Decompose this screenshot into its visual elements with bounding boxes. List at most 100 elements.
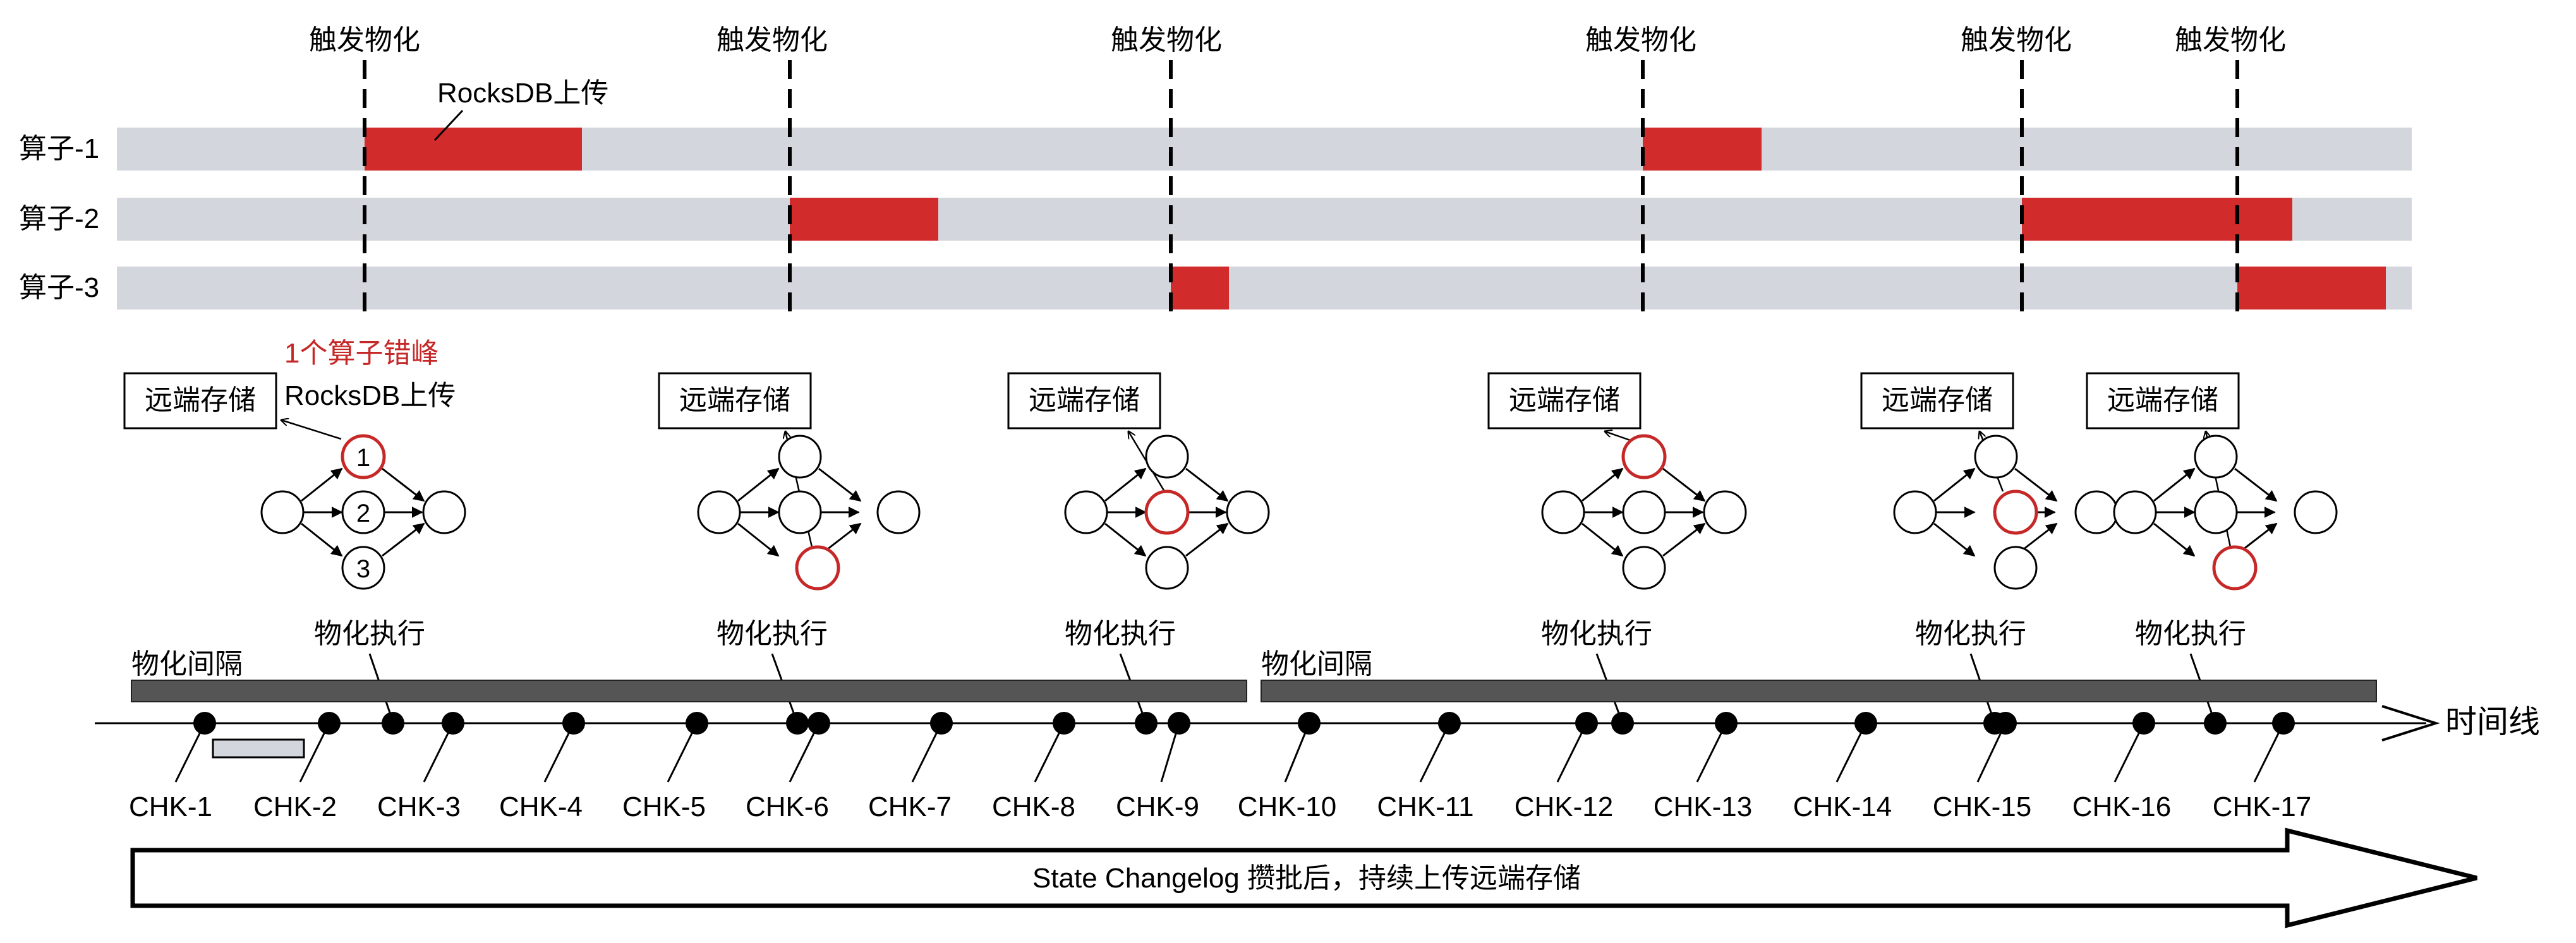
operator-1-label: 算子-1 xyxy=(19,133,99,164)
upload-segment xyxy=(1643,128,1762,171)
remote-storage-label: 远端存储 xyxy=(1882,385,1993,416)
execute-label: 物化执行 xyxy=(314,618,425,649)
dag-edge xyxy=(2014,467,2058,502)
checkpoint: CHK-10 xyxy=(1238,712,1336,822)
checkpoint-pointer xyxy=(1976,723,2007,783)
dag-edge xyxy=(737,467,780,502)
checkpoint-pointer xyxy=(789,723,820,783)
dag-edge xyxy=(382,467,425,502)
remote-storage-box xyxy=(123,372,277,429)
dag-node-highlighted xyxy=(2212,545,2258,591)
changelog-arrow: State Changelog 攒批后，持续上传远端存储 xyxy=(130,827,2477,928)
dag-edge xyxy=(2153,522,2196,557)
dag-edge xyxy=(382,522,425,557)
dag-edge xyxy=(1662,467,1706,502)
stagger-note: 1个算子错峰 xyxy=(284,338,438,369)
dag-edge xyxy=(1581,522,1624,557)
checkpoint-pointer xyxy=(1696,723,1727,783)
checkpoint-label: CHK-2 xyxy=(253,791,337,822)
dag-node-highlighted xyxy=(1621,434,1667,479)
dag-node-highlighted xyxy=(1144,490,1190,535)
execute-label: 物化执行 xyxy=(2135,618,2246,649)
trigger-label: 触发物化 xyxy=(2175,25,2286,56)
checkpoint: CHK-17 xyxy=(2213,712,2311,822)
execute-dot xyxy=(2204,712,2227,735)
checkpoint-pointer xyxy=(174,723,206,783)
remote-storage-box xyxy=(1487,372,1642,429)
dag-node xyxy=(422,490,466,534)
checkpoint: CHK-3 xyxy=(377,712,464,822)
dag-node xyxy=(1541,490,1585,534)
execute-markers: 物化执行 物化执行 物化执行 物化执行 物化执行 物化执行 xyxy=(314,618,2246,724)
interval-label: 物化间隔 xyxy=(1261,649,1372,680)
checkpoint: CHK-13 xyxy=(1654,712,1753,822)
trigger-marker-5: 触发物化 xyxy=(1961,25,2072,321)
checkpoint-pointer xyxy=(1284,723,1310,783)
execute-dot xyxy=(786,712,809,735)
checkpoint-label: CHK-15 xyxy=(1933,791,2032,822)
checkpoint-label: CHK-13 xyxy=(1654,791,1753,822)
dag-node xyxy=(260,490,305,534)
changelog-arrow-shape xyxy=(130,827,2477,928)
operator-tracks: 算子-1 算子-2 算子-3 RocksDB上传 xyxy=(19,78,2412,309)
checkpoint-pointer xyxy=(299,723,330,783)
dag-node-highlighted xyxy=(341,434,386,479)
remote-storage-box xyxy=(1860,372,2014,429)
checkpoint-label: CHK-6 xyxy=(746,791,829,822)
dag-node xyxy=(1145,435,1189,479)
trigger-marker-3: 触发物化 xyxy=(1111,25,1222,321)
dag-node xyxy=(341,490,385,534)
dag-node xyxy=(2194,490,2238,534)
trigger-label: 触发物化 xyxy=(309,25,420,56)
dag-node xyxy=(778,490,822,534)
dag-node xyxy=(1703,490,1747,534)
dag-edge xyxy=(301,522,343,557)
dag-5: 远端存储 xyxy=(1860,372,2119,590)
dag-node xyxy=(2294,490,2338,534)
checkpoint-label: CHK-3 xyxy=(377,791,461,822)
rocksdb-upload-label: RocksDB上传 xyxy=(437,78,608,109)
dag-edge xyxy=(737,522,780,557)
stagger-note-line2: RocksDB上传 xyxy=(284,380,456,411)
dag-edge xyxy=(2153,467,2196,502)
checkpoint-pointer xyxy=(2113,723,2145,783)
dag-node xyxy=(1226,490,1270,534)
checkpoint: CHK-11 xyxy=(1377,712,1474,822)
dag-node xyxy=(341,546,385,590)
dag-node xyxy=(2194,435,2238,479)
checkpoint-label: CHK-14 xyxy=(1793,791,1892,822)
upload-arrow xyxy=(281,420,342,440)
trigger-label: 触发物化 xyxy=(1111,25,1222,56)
dag-node xyxy=(1145,546,1189,590)
execute-label: 物化执行 xyxy=(717,618,828,649)
execute-dot xyxy=(1135,712,1158,735)
checkpoint-label: CHK-4 xyxy=(499,791,583,822)
interval-label: 物化间隔 xyxy=(131,649,243,680)
dag-node xyxy=(1622,546,1666,590)
dag-node xyxy=(778,435,822,479)
execute-dot xyxy=(382,712,404,735)
operator-3-track xyxy=(117,267,2412,309)
upload-segment xyxy=(790,198,938,241)
execute-label: 物化执行 xyxy=(1065,618,1176,649)
checkpoint-pointer xyxy=(2253,723,2285,783)
checkpoint-label: CHK-11 xyxy=(1377,791,1473,822)
operator-2-label: 算子-2 xyxy=(19,203,99,234)
checkpoint-pointer xyxy=(1835,723,1867,783)
dag-edge xyxy=(818,467,862,502)
trigger-label: 触发物化 xyxy=(1961,25,2072,56)
dag-edge xyxy=(1581,467,1624,502)
upload-segment xyxy=(2022,198,2292,241)
checkpoint-pointer xyxy=(543,723,575,783)
checkpoint-pointer xyxy=(911,723,943,783)
checkpoint-label: CHK-9 xyxy=(1116,791,1199,822)
checkpoint-pointer xyxy=(423,723,454,783)
changelog-label: State Changelog 攒批后，持续上传远端存储 xyxy=(1032,863,1581,894)
dag-node xyxy=(876,490,921,534)
dag-4: 远端存储 xyxy=(1487,372,1747,590)
dag-edge xyxy=(2234,467,2278,502)
checkpoint-pointer xyxy=(1556,723,1588,783)
remote-storage-label: 远端存储 xyxy=(2107,385,2218,416)
checkpoint-pointer xyxy=(1419,723,1451,783)
